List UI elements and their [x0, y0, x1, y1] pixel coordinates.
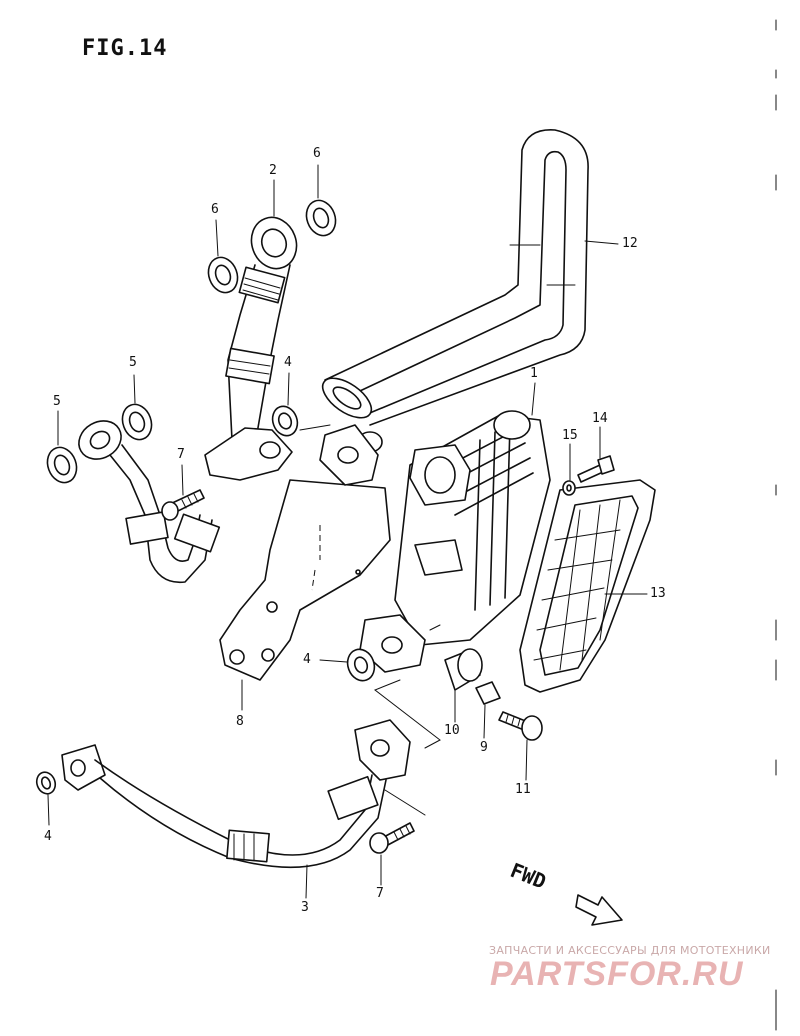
- bolt-part-11: [498, 711, 543, 741]
- callout-5: 5: [129, 355, 137, 370]
- watermark-caption: ЗАПЧАСТИ И АКСЕССУАРЫ ДЛЯ МОТОТЕХНИКИ: [489, 944, 771, 957]
- bracket-part-8: [219, 479, 391, 681]
- washer-6a: [207, 256, 239, 294]
- callout-4: 4: [44, 829, 52, 844]
- washer-5a: [46, 446, 78, 484]
- callout-14: 14: [592, 411, 608, 426]
- callout-2: 2: [269, 163, 277, 178]
- washer-5b: [121, 403, 153, 441]
- callout-5: 5: [53, 394, 61, 409]
- grommet-part-10: [444, 648, 483, 691]
- callout-4: 4: [303, 652, 311, 667]
- hose-part-12: [321, 129, 589, 426]
- callout-8: 8: [236, 714, 244, 729]
- callout-15: 15: [562, 428, 578, 443]
- collar-part-9: [475, 681, 501, 705]
- washer-4b: [346, 648, 376, 682]
- watermark-logo: PARTSFOR.RU: [490, 955, 744, 993]
- bolt-7a: [161, 489, 205, 521]
- hose-part-2: [204, 216, 298, 481]
- fwd-arrow-icon: [575, 894, 623, 926]
- hose-left-banjo: [78, 420, 221, 584]
- washer-6b: [305, 199, 337, 237]
- callout-10: 10: [444, 723, 460, 738]
- cover-part-13: [519, 479, 656, 693]
- callout-7: 7: [376, 886, 384, 901]
- leader-lines: [47, 164, 648, 899]
- washer-4c: [35, 771, 57, 795]
- oil-cooler-part-1: [319, 410, 551, 673]
- callout-6: 6: [313, 146, 321, 161]
- washer-15: [562, 480, 576, 496]
- pipe-part-3: [61, 719, 411, 869]
- figure-title: FIG.14: [82, 36, 168, 61]
- callout-13: 13: [650, 586, 666, 601]
- callout-12: 12: [622, 236, 638, 251]
- callout-9: 9: [480, 740, 488, 755]
- callout-7: 7: [177, 447, 185, 462]
- callout-4: 4: [284, 355, 292, 370]
- guide-lines: [299, 424, 441, 816]
- callout-11: 11: [515, 782, 531, 797]
- bolt-7b: [369, 822, 415, 854]
- bolt-14: [577, 455, 615, 483]
- washer-4a: [271, 405, 299, 437]
- callout-6: 6: [211, 202, 219, 217]
- callout-1: 1: [530, 366, 538, 381]
- callout-3: 3: [301, 900, 309, 915]
